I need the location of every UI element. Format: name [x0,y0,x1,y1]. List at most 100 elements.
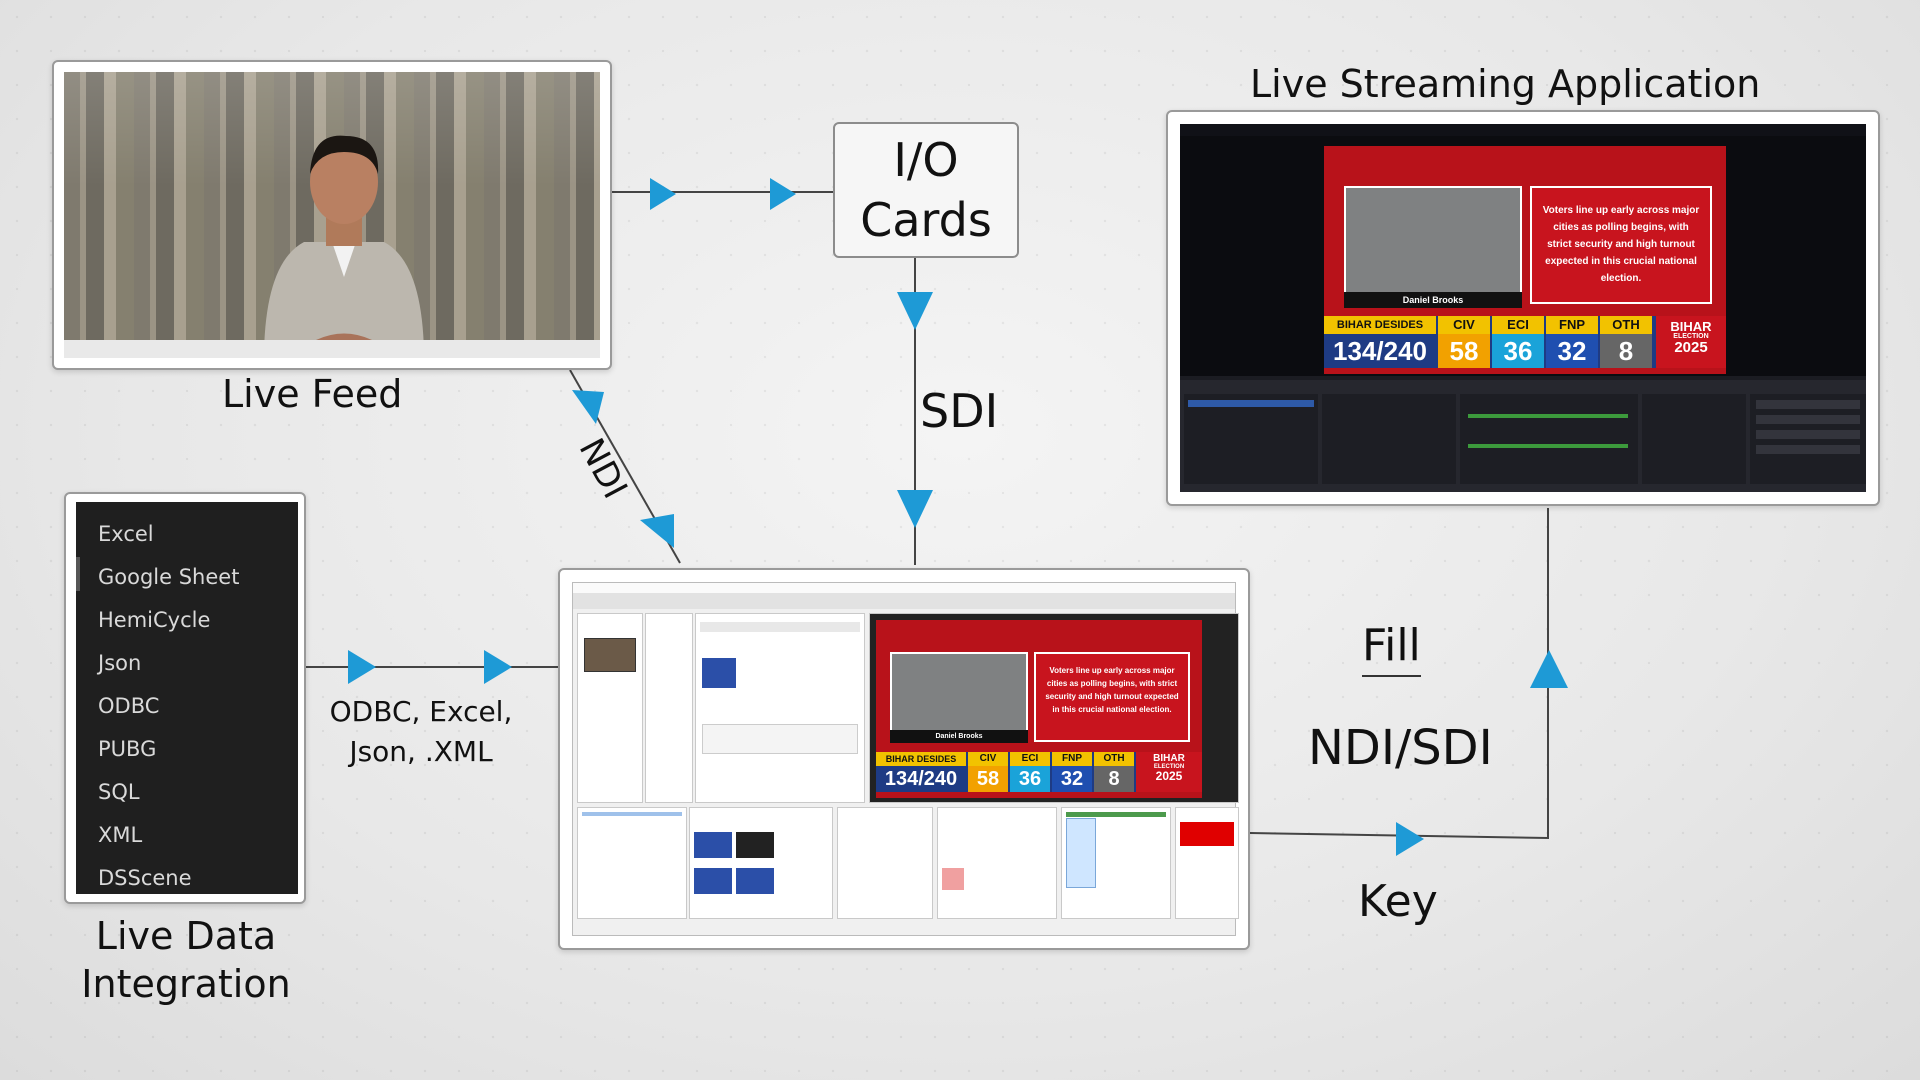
template-thumbnails [689,807,833,919]
formats-label: ODBC, Excel, Json, .XML [326,692,516,772]
program-output: Daniel Brooks Voters line up early acros… [869,613,1239,803]
arrow-icon [770,178,796,210]
data-source-item[interactable]: PUBG [98,737,157,761]
headline-box: Voters line up early across major cities… [1530,186,1712,304]
badge-line1: BIHAR [1153,753,1185,764]
party-name: CIV [1438,316,1490,334]
ticker-total: 134/240 [1333,336,1427,366]
template-tree [577,807,687,919]
formats-line1: ODBC, Excel, [329,695,513,728]
badge-line2: ELECTION [1153,764,1185,770]
anchor-nameplate: Daniel Brooks [1344,292,1522,308]
take-button[interactable] [942,868,964,890]
editor-image [702,658,736,688]
party-name: CIV [968,752,1008,766]
data-source-item[interactable]: Json [98,651,142,675]
io-cards-line2: Cards [860,193,992,247]
party-seats: 8 [1094,766,1134,792]
editor-field [702,724,858,754]
manual-client-panel: Daniel Brooks Voters line up early acros… [558,568,1250,950]
live-data-integration-label: Live Data Integration [64,912,308,1008]
anchor-frame [890,652,1028,742]
arrow-icon [897,490,933,528]
party-name: ECI [1010,752,1050,766]
stream-broadcast-graphic: Daniel Brooks Voters line up early acros… [1324,146,1726,374]
party-seats: 8 [1600,334,1652,368]
streaming-app-panel: Daniel Brooks Voters line up early acros… [1166,110,1880,506]
template-editor [695,613,865,803]
ticker-total: 134/240 [884,768,958,790]
layer-panel [1061,807,1171,919]
live-feed-label: Live Feed [222,372,403,416]
anchor-person-illustration [264,135,424,352]
arrow-icon [484,650,512,684]
party-name: FNP [1052,752,1092,766]
data-source-item[interactable]: XML [98,823,143,847]
party-name: ECI [1492,316,1544,334]
data-source-item[interactable]: Google Sheet [98,565,240,589]
party-seats: 36 [1492,334,1544,368]
manual-client-window: Daniel Brooks Voters line up early acros… [572,582,1239,936]
layer-slot[interactable] [1066,818,1096,888]
playlist-panel [645,613,693,803]
data-source-item[interactable]: SQL [98,780,140,804]
sdi-label: SDI [920,384,999,438]
transitions-dock [1642,394,1746,484]
election-badge: BIHAR ELECTION 2025 [1656,316,1726,368]
party-seats: 36 [1010,766,1050,792]
party-seats: 58 [1438,334,1490,368]
layer-bar [1066,812,1166,817]
selection-marker [76,557,80,591]
arrow-icon [640,514,674,548]
template-thumb [736,868,774,894]
data-source-item[interactable]: Excel [98,522,154,546]
headline-box: Voters line up early across major cities… [1034,652,1190,742]
badge-line3: 2025 [1155,769,1183,783]
live-data-line2: Integration [81,962,291,1006]
desk [64,340,600,358]
data-source-item[interactable]: HemiCycle [98,608,211,632]
data-integration-panel: Excel Google Sheet HemiCycle Json ODBC P… [64,492,306,904]
live-data-line1: Live Data [95,914,277,958]
data-source-item[interactable]: DSScene [98,866,192,890]
scene-actions [937,807,1057,919]
key-label: Key [1358,876,1438,927]
ticker-title: BIHAR DESIDES [876,752,966,766]
badge-line1: BIHAR [1670,319,1712,334]
ndi-sdi-label: NDI/SDI [1308,720,1493,776]
party-seats: 32 [1546,334,1598,368]
formats-line2: Json, .XML [349,735,493,768]
fill-label: Fill [1362,620,1421,677]
arrow-icon [348,650,376,684]
streaming-app-window: Daniel Brooks Voters line up early acros… [1180,124,1866,492]
party-name: FNP [1546,316,1598,334]
sources-dock [1322,394,1456,484]
controls-dock [1750,394,1866,484]
scenes-dock [1184,394,1318,484]
io-cards-box: I/O Cards [833,122,1019,258]
toolbar [573,593,1235,609]
connector-client-to-stream [1249,508,1549,840]
party-name: OTH [1094,752,1134,766]
anchor-frame [1344,186,1522,304]
template-thumb [694,832,732,858]
badge-line3: 2025 [1674,339,1708,356]
title-bar [573,583,1235,593]
program-scene-actions [1175,807,1239,919]
data-source-list: Excel Google Sheet HemiCycle Json ODBC P… [76,502,298,894]
data-source-item[interactable]: ODBC [98,694,160,718]
default-button[interactable] [1180,822,1234,846]
anchor-nameplate: Daniel Brooks [890,730,1028,743]
arrow-icon [1396,822,1424,856]
arrow-icon [897,292,933,330]
preview-panel [837,807,933,919]
template-thumb [694,868,732,894]
live-feed-image [64,72,600,358]
arrow-icon [650,178,676,210]
thumbnail-panel [577,613,643,803]
party-seats: 32 [1052,766,1092,792]
audio-mixer-dock [1460,394,1638,484]
live-feed-panel [52,60,612,370]
live-streaming-label: Live Streaming Application [1250,62,1761,106]
